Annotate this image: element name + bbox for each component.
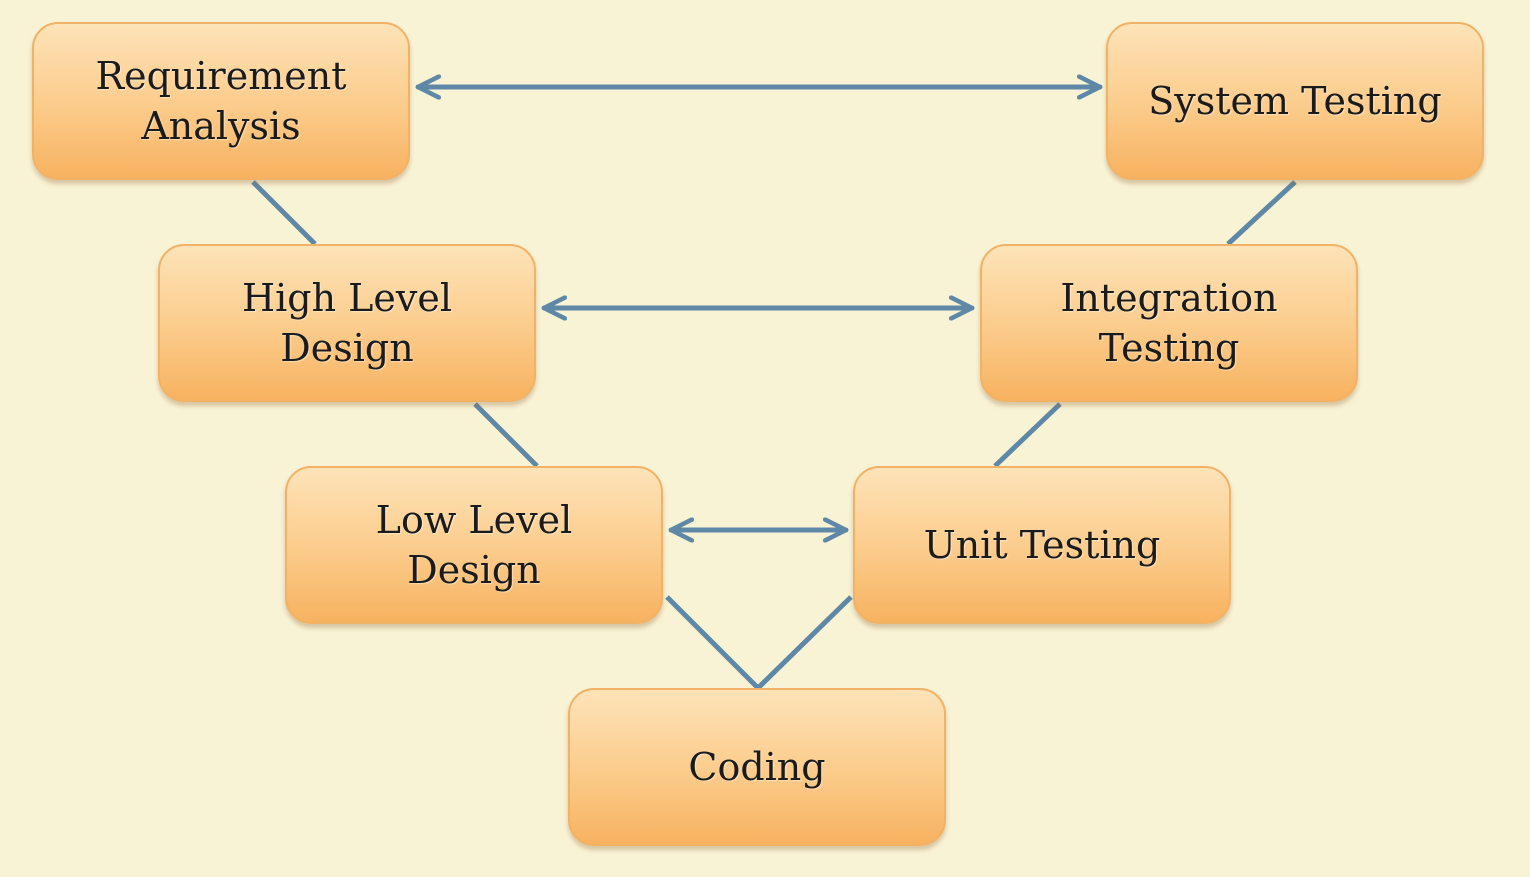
requirement-analysis-label: Requirement Analysis xyxy=(95,54,347,148)
coding-label: Coding xyxy=(688,745,826,789)
line-lld-coding-unit xyxy=(665,595,853,692)
integration-testing-box: Integration Testing xyxy=(980,244,1358,402)
line-requirement-hld xyxy=(251,180,317,246)
requirement-analysis-box: Requirement Analysis xyxy=(32,22,410,180)
low-level-design-box: Low Level Design xyxy=(285,466,663,624)
high-level-design-label: High Level Design xyxy=(241,276,452,370)
high-level-design-box: High Level Design xyxy=(158,244,536,402)
unit-testing-label: Unit Testing xyxy=(923,523,1161,567)
line-hld-lld xyxy=(473,402,539,468)
line-integration-system xyxy=(1226,180,1297,246)
unit-testing-box: Unit Testing xyxy=(853,466,1231,624)
system-testing-label: System Testing xyxy=(1148,79,1442,123)
integration-testing-label: Integration Testing xyxy=(1060,276,1278,370)
system-testing-box: System Testing xyxy=(1106,22,1484,180)
coding-box: Coding xyxy=(568,688,946,846)
low-level-design-label: Low Level Design xyxy=(375,498,573,592)
line-unit-integration xyxy=(993,402,1062,468)
